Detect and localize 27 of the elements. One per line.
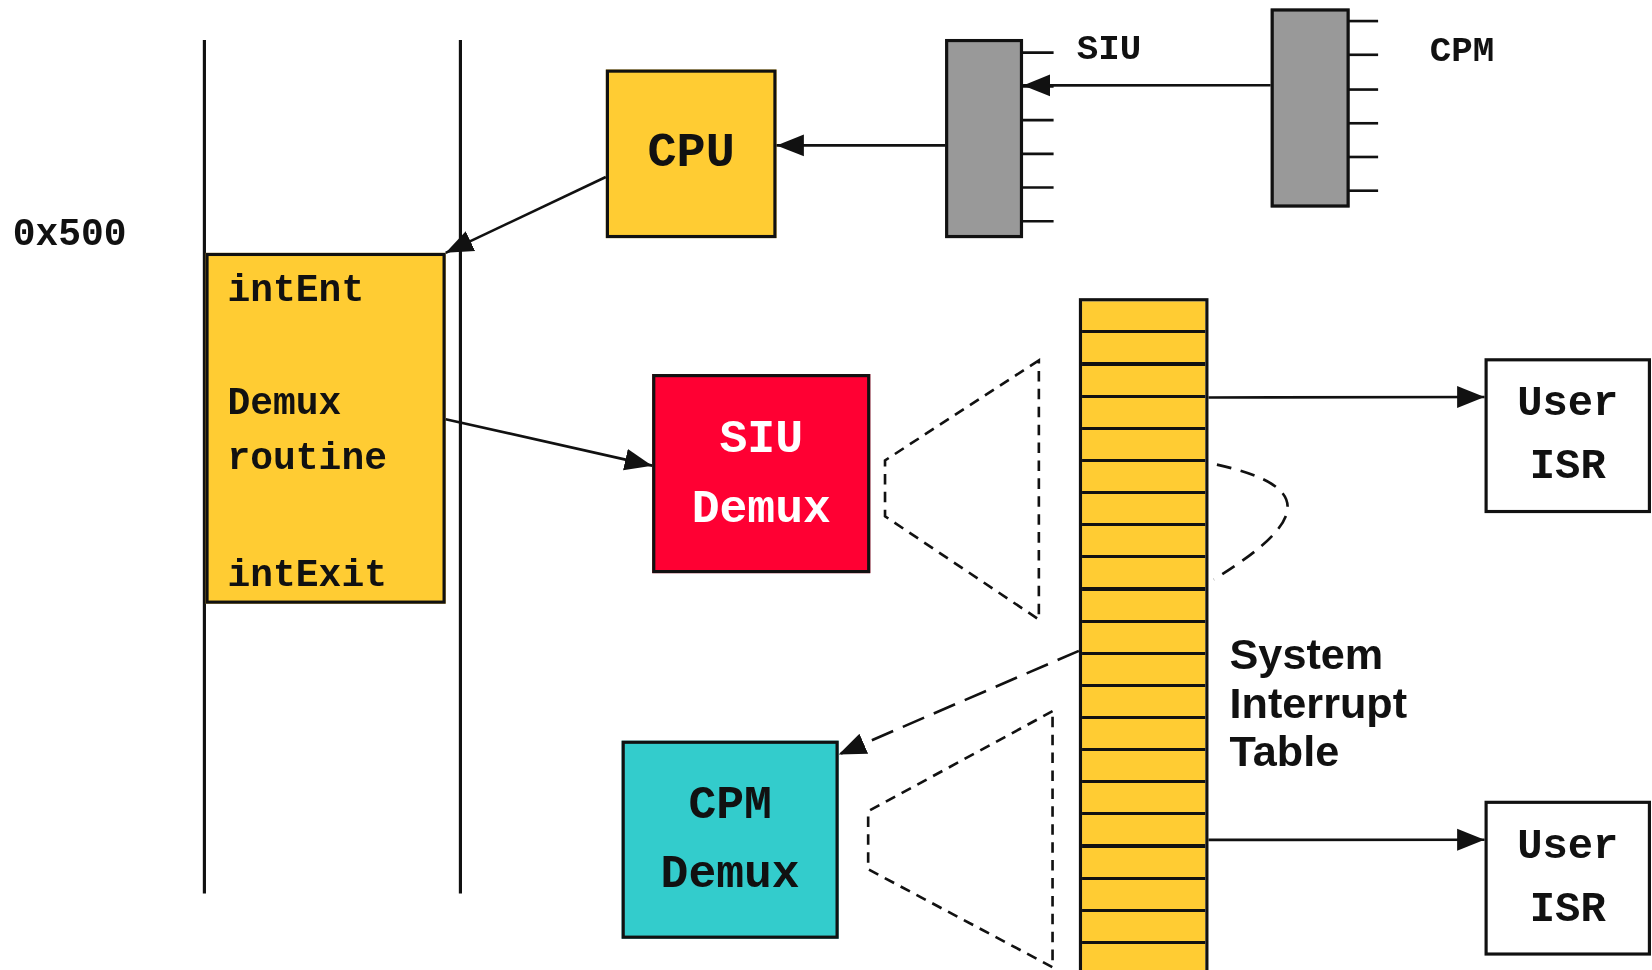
isr-box	[1484, 358, 1651, 514]
dashed-triangle	[866, 709, 1055, 970]
box-label: CPU	[647, 124, 735, 183]
routine-box	[205, 252, 446, 604]
arrow	[776, 134, 946, 157]
arrow	[1208, 828, 1485, 851]
demux-box	[652, 374, 871, 574]
address-label: 0x500	[12, 213, 127, 258]
register-heading: CPM	[1429, 31, 1495, 72]
isr-box	[1484, 800, 1651, 956]
box-label: CPM Demux	[659, 777, 801, 903]
routine-label: Demux routine	[227, 381, 388, 483]
box-label: User ISR	[1516, 821, 1620, 935]
cpu-box	[605, 69, 777, 239]
arrow	[838, 649, 1080, 756]
arrow	[445, 175, 607, 255]
routine-label: intEnt	[227, 268, 366, 315]
box-label: User ISR	[1516, 378, 1620, 493]
box-label: SIU Demux	[690, 411, 832, 537]
routine-label: intExit	[227, 553, 388, 600]
table-heading: System Interrupt Table	[1229, 630, 1409, 776]
demux-box	[621, 740, 839, 939]
register-heading: SIU	[1076, 29, 1142, 70]
arrow	[1208, 386, 1485, 408]
arrow	[445, 417, 653, 471]
arrow	[1023, 74, 1271, 97]
dashed-triangle	[882, 358, 1041, 622]
